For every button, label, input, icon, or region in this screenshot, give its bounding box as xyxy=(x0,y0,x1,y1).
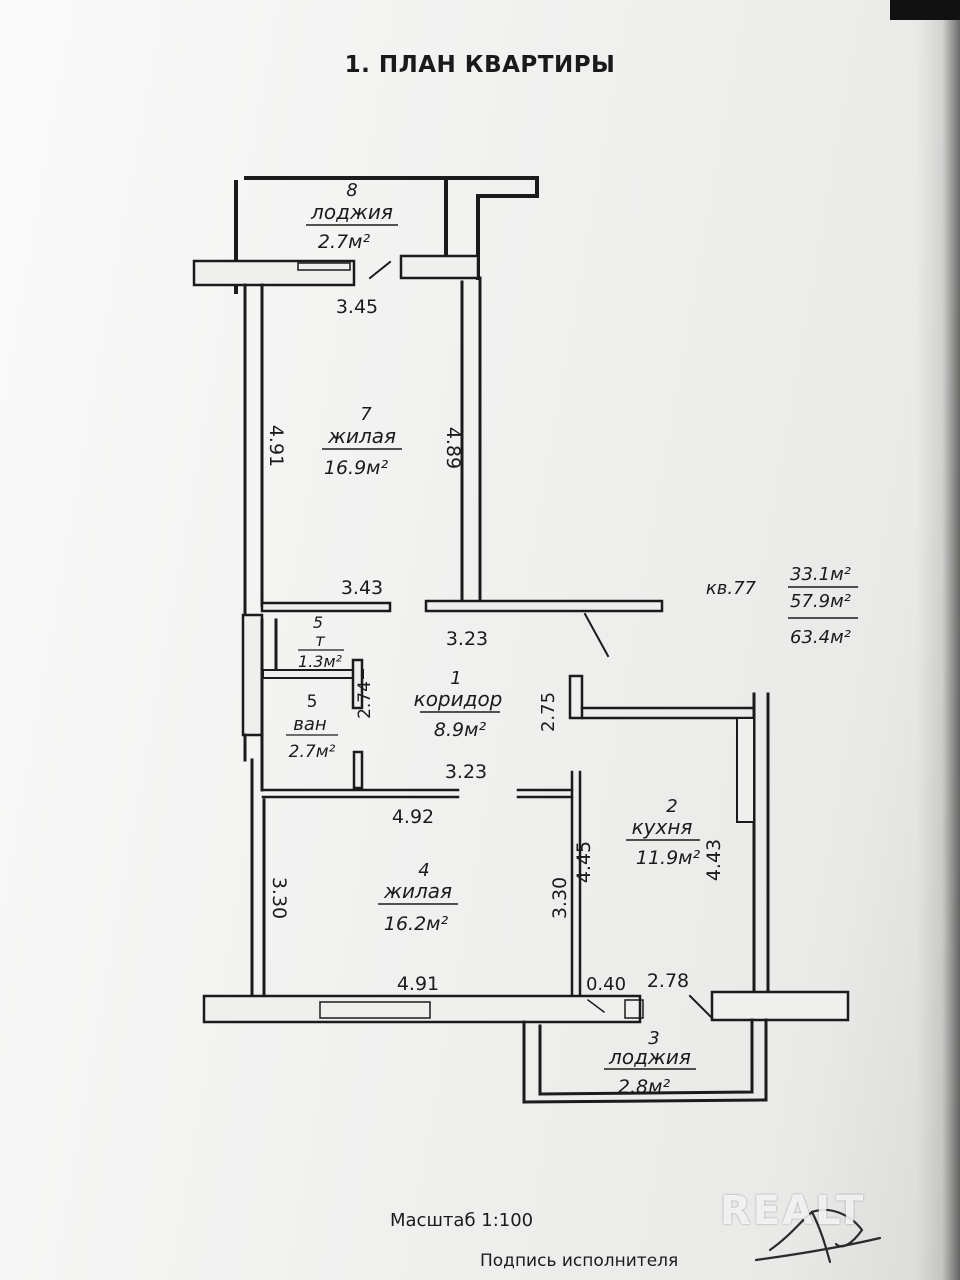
kitchen-door-post xyxy=(568,674,584,720)
bottom-window-left xyxy=(319,1001,431,1019)
bottom-door-swing xyxy=(586,998,606,1014)
corridor-number: 1 xyxy=(450,668,461,689)
left-window-block xyxy=(241,613,264,737)
loggia-door-swing xyxy=(368,260,392,280)
loggia-bottom-number: 3 xyxy=(648,1028,659,1049)
living-bottom-name: жилая xyxy=(383,879,452,903)
bedroom-top-wall-right xyxy=(516,788,574,799)
watermark: REALT xyxy=(720,1188,866,1234)
kitchen-top-wall xyxy=(580,706,754,720)
loggia-top-sill-right xyxy=(399,254,480,280)
dim-3-23-b: 3.23 xyxy=(445,761,487,783)
page-edge-shadow xyxy=(916,0,960,1280)
kitchen-right-niche xyxy=(736,717,755,823)
dim-3-30-right: 3.30 xyxy=(549,877,571,919)
dim-0-40: 0.40 xyxy=(586,974,626,995)
living-top-area: 16.9м² xyxy=(324,457,389,479)
toilet-wall xyxy=(260,618,278,792)
bedroom-top-wall xyxy=(261,788,460,799)
signature xyxy=(754,1208,882,1264)
apartment-living-area: 33.1м² xyxy=(790,564,851,585)
dim-4-43: 4.43 xyxy=(703,839,725,881)
apartment-number: кв.77 xyxy=(706,578,757,599)
room7-bottom-wall-right xyxy=(424,599,664,613)
dim-4-91-left: 4.91 xyxy=(265,425,287,467)
loggia-top-name: лоджия xyxy=(310,200,393,224)
bottom-window-right xyxy=(624,999,644,1019)
bath-name: ван xyxy=(293,714,327,735)
loggia-bottom-area: 2.8м² xyxy=(618,1076,671,1098)
loggia-top-area: 2.7м² xyxy=(318,231,371,253)
corridor-name: коридор xyxy=(414,687,503,711)
dim-2-75: 2.75 xyxy=(538,692,559,732)
bedroom-left-wall xyxy=(250,758,266,998)
loggia-bottom-name: лоджия xyxy=(608,1045,691,1069)
left-outer-wall xyxy=(243,283,264,617)
dim-3-23-a: 3.23 xyxy=(446,628,488,650)
bottom-wall-right xyxy=(710,990,850,1022)
living-bottom-area: 16.2м² xyxy=(384,913,449,935)
dim-3-43: 3.43 xyxy=(341,577,383,599)
loggia-bottom-outline xyxy=(522,1018,768,1104)
plan-title: 1. ПЛАН КВАРТИРЫ xyxy=(344,52,616,78)
bath-number: 5 xyxy=(307,692,318,712)
dim-4-92: 4.92 xyxy=(392,806,434,828)
corridor-area: 8.9м² xyxy=(434,719,487,741)
toilet-area: 1.3м² xyxy=(298,652,343,671)
room7-right-wall xyxy=(460,276,482,602)
living-top-number: 7 xyxy=(360,404,372,425)
room7-bottom-wall-left xyxy=(260,601,392,613)
kitchen-door-swing xyxy=(583,612,610,658)
dim-4-91-bottom: 4.91 xyxy=(397,973,439,995)
dim-2-78: 2.78 xyxy=(647,970,689,992)
loggia-top-window xyxy=(297,262,351,271)
bath-area: 2.7м² xyxy=(289,742,336,762)
dim-2-74: 2.74 xyxy=(355,681,375,719)
dim-4-89: 4.89 xyxy=(442,427,464,469)
toilet-bath-partition xyxy=(262,669,364,679)
apartment-total-area: 57.9м² xyxy=(790,591,851,612)
corner-shadow xyxy=(890,0,960,20)
kitchen-number: 2 xyxy=(666,796,677,817)
toilet-door-post xyxy=(351,658,364,710)
loggia-top-number: 8 xyxy=(346,180,357,201)
living-top-name: жилая xyxy=(327,424,396,448)
kitchen-right-wall xyxy=(752,692,770,998)
dim-3-30-left: 3.30 xyxy=(268,877,290,919)
bedroom-kitchen-wall xyxy=(570,770,582,1000)
toilet-number: 5 xyxy=(313,613,323,632)
signature-label: Подпись исполнителя xyxy=(480,1251,679,1271)
kitchen-name: кухня xyxy=(632,815,693,839)
bath-door-post xyxy=(352,750,364,790)
living-bottom-number: 4 xyxy=(418,860,429,881)
balcony-door-swing xyxy=(688,994,714,1020)
dim-3-45: 3.45 xyxy=(336,296,378,318)
dim-4-45: 4.45 xyxy=(573,841,595,883)
toilet-name: т xyxy=(315,631,326,651)
scale-label: Масштаб 1:100 xyxy=(390,1210,534,1231)
apartment-total-with-loggias: 63.4м² xyxy=(790,627,851,648)
loggia-top-sill-left xyxy=(192,259,356,287)
kitchen-area: 11.9м² xyxy=(636,847,701,869)
